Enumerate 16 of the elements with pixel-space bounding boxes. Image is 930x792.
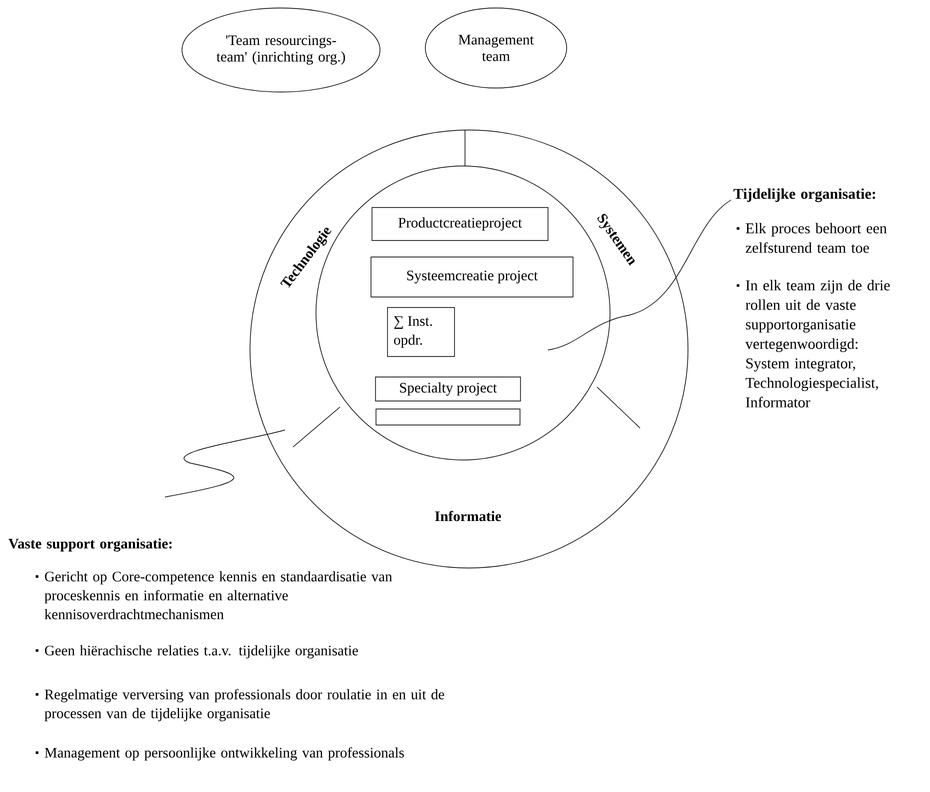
leader-line: [164, 430, 286, 498]
heading: Tijdelijke organisatie:: [734, 188, 876, 202]
bullet-item: Elk proces behoort een zelfsturend team toe: [736, 222, 887, 253]
project-box: Specialty project: [375, 376, 521, 402]
bullet-item: Management op persoonlijke ontwikkeling van professionals: [36, 747, 404, 761]
empty-box: [376, 408, 520, 426]
segment-label: Informatie: [435, 510, 502, 522]
project-box: Systeemcreatie project: [370, 256, 574, 298]
project-box: Productcreatieproject: [372, 207, 548, 241]
project-box: ∑ Inst. opdr.: [387, 307, 455, 357]
bullet-item: Gericht op Core-competence kennis en standaardisatie van proceskennis en informatie en alternative kennisoverdrachtmechanismen: [36, 571, 392, 620]
bullet-item: Geen hiërachische relaties t.a.v. tijdelijke organisatie: [36, 645, 358, 658]
bullet-item: Regelmatige verversing van professionals door roulatie in en uit de processen van de tijdelijke organisatie: [36, 689, 444, 722]
bullet-item: In elk team zijn de drie rollen uit de vaste supportorganisatie vertegenwoordigd: System integrator, Technologiespecialist, Informator: [736, 280, 890, 408]
leader-line: [548, 200, 732, 350]
heading: Vaste support organisatie:: [8, 538, 172, 552]
